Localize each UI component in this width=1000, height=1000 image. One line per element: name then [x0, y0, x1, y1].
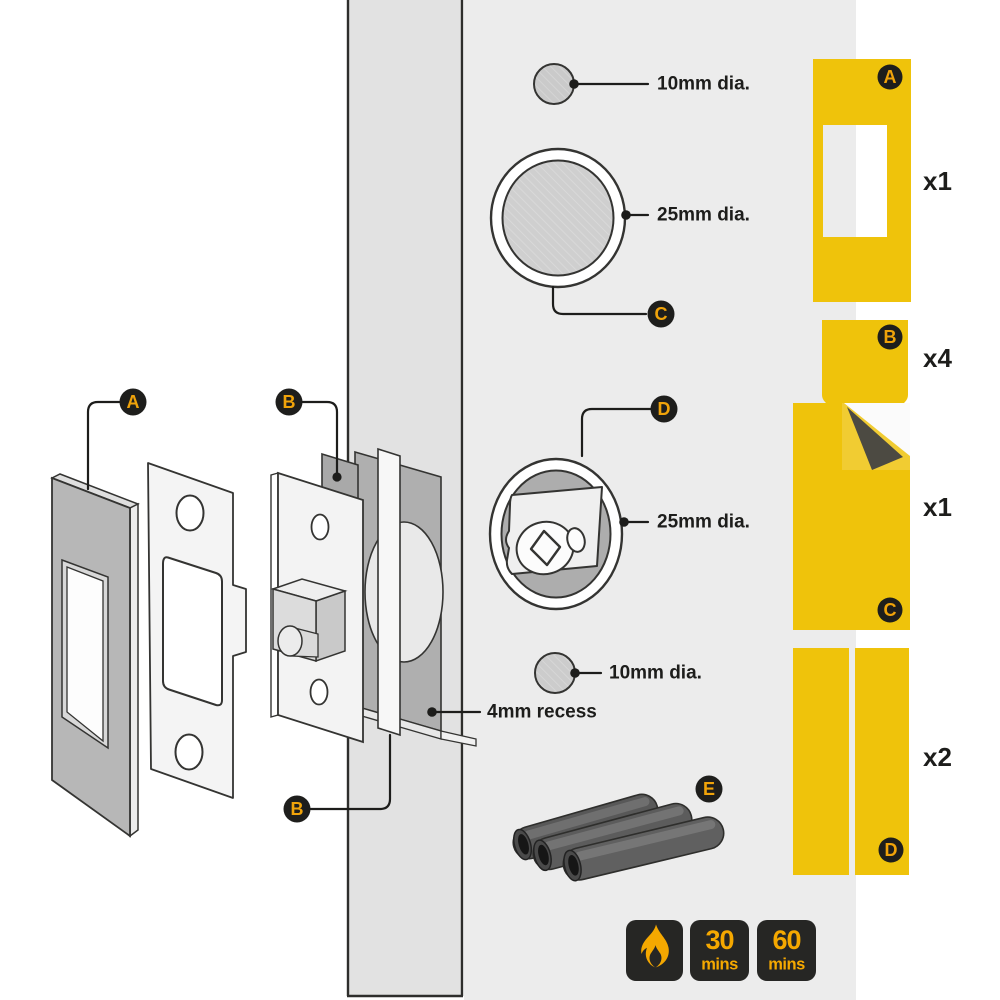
- strike-plate: [147, 462, 247, 799]
- rating-60-badge: [757, 920, 816, 981]
- pad-b-qty: x4: [923, 343, 952, 373]
- pad-d-badge-letter: D: [885, 840, 898, 860]
- badge-a-exploded-letter: A: [127, 392, 140, 412]
- drilling-callouts: 10mm dia. 25mm dia. C D 25mm dia. 1: [427, 63, 750, 723]
- badge-e-callout: [695, 775, 723, 803]
- flame-icon: [641, 924, 669, 968]
- tube-1-highlight: [524, 797, 650, 840]
- latch-bolt: [270, 578, 348, 663]
- fire-badge: [626, 920, 683, 981]
- leader-b-top: [301, 400, 339, 476]
- tube-3: [562, 816, 725, 882]
- rating-30-value: 30: [705, 925, 733, 955]
- leader-d: [580, 407, 652, 458]
- case-screw-hole: [566, 527, 586, 553]
- badge-b-bottom: [283, 795, 311, 823]
- dim-label-recess: 4mm recess: [487, 702, 597, 723]
- badge-b-top-letter: B: [283, 392, 296, 412]
- badge-a-exploded: [119, 388, 147, 416]
- latch-body-section: [488, 457, 624, 611]
- bolt-side-face: [315, 589, 346, 663]
- pad-d-strip-1: [793, 648, 849, 875]
- pad-c-qty: x1: [923, 492, 952, 522]
- pad-c-liner: [844, 403, 910, 456]
- pad-a-badge: [877, 64, 903, 90]
- pad-c: [793, 403, 910, 630]
- pad-c-peel-fold: [847, 407, 903, 470]
- tube-3-body: [562, 816, 725, 881]
- pad-a: [813, 59, 911, 302]
- hole-10mm-top-texture: [535, 65, 573, 103]
- seal-tubes: E: [512, 775, 725, 882]
- bolt-nose: [277, 625, 303, 657]
- tube-1-end-hole: [518, 834, 529, 855]
- leader-a: [86, 400, 121, 491]
- pad-a-badge-letter: A: [884, 67, 897, 87]
- dim-label-bottom-hole: 10mm dia.: [609, 663, 702, 684]
- strike-pad-side-edge: [129, 502, 139, 838]
- tube-2-end-hole: [538, 844, 549, 866]
- badge-b-top: [275, 388, 303, 416]
- pad-d-badge: [878, 837, 904, 863]
- leader-b-bottom: [309, 733, 392, 811]
- dim-label-top-hole: 10mm dia.: [657, 74, 750, 95]
- fire-rating-badges: 30 mins 60 mins: [626, 920, 816, 981]
- badge-e-callout-letter: E: [703, 779, 715, 799]
- dim-label-face-hole: 25mm dia.: [657, 205, 750, 226]
- spindle-square-hole: [529, 529, 562, 567]
- strike-pad-cutout: [66, 566, 104, 743]
- tube-3-end-hole: [568, 855, 579, 876]
- latch-bore: [364, 521, 444, 663]
- pad-c-badge-letter: C: [884, 600, 897, 620]
- badge-d-callout-letter: D: [658, 399, 671, 419]
- exploded-latch-assembly: A B B: [50, 388, 401, 838]
- hole-25mm-face-texture: [504, 162, 612, 274]
- pad-a-qty: x1: [923, 166, 952, 196]
- hole-10mm-bottom-texture: [536, 654, 574, 692]
- pad-b-badge: [877, 324, 903, 350]
- tube-3-highlight: [575, 820, 716, 861]
- badge-d-callout: [650, 395, 678, 423]
- leader-c: [551, 285, 648, 316]
- strike-pad: [50, 473, 140, 838]
- strike-plate-hole-bottom: [174, 733, 204, 771]
- strike-plate-cutout: [162, 556, 223, 707]
- badge-c-callout: [647, 300, 675, 328]
- dim-label-body-hole: 25mm dia.: [657, 512, 750, 533]
- rating-30-badge: [690, 920, 749, 981]
- badge-c-callout-letter: C: [655, 304, 668, 324]
- faceplate-screw-hole-top: [310, 513, 330, 541]
- pad-d-strip-2: [855, 648, 909, 875]
- badge-b-bottom-letter: B: [291, 799, 304, 819]
- tube-2-highlight: [544, 806, 684, 851]
- leader-b-top-dot: [332, 472, 342, 482]
- latch-case-plate: [377, 447, 401, 737]
- pads-kit: A x1 B x4 C x1 D x2: [793, 59, 952, 875]
- strike-plate-hole-top: [175, 494, 205, 532]
- door-edge: [346, 0, 477, 998]
- pad-d-qty: x2: [923, 742, 952, 772]
- pad-b-badge-letter: B: [884, 327, 897, 347]
- recess-lip-extension: [440, 730, 477, 747]
- faceplate-screw-hole-bottom: [309, 678, 329, 706]
- rating-60-value: 60: [772, 925, 800, 955]
- pad-c-badge: [877, 597, 903, 623]
- rating-30-unit: mins: [701, 956, 738, 974]
- rating-60-unit: mins: [768, 956, 805, 974]
